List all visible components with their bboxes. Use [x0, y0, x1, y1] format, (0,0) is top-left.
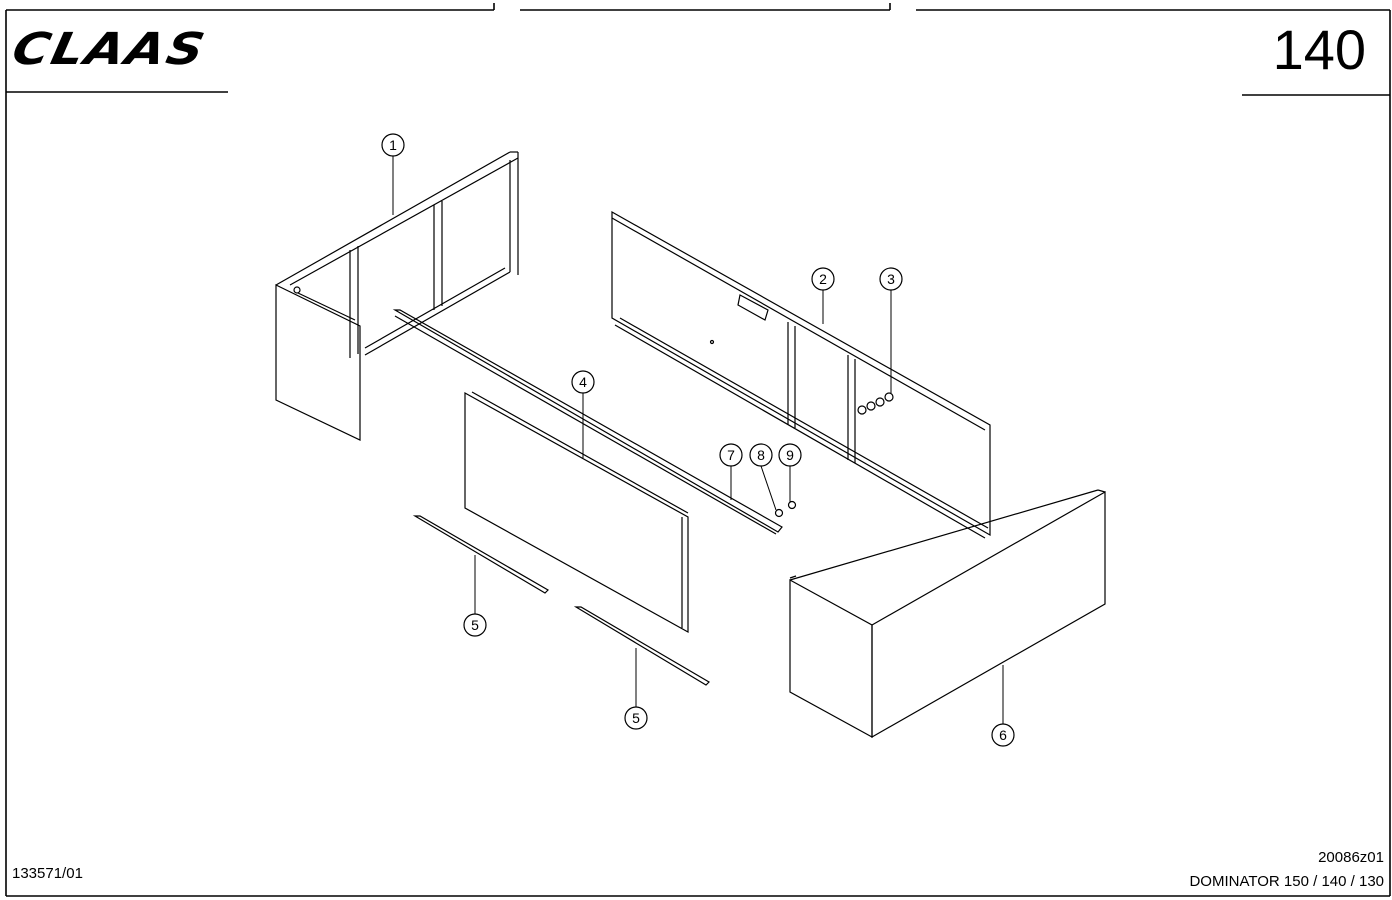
callout-1: 1: [381, 133, 405, 157]
part-4-panel: [464, 391, 689, 634]
document-id: 133571/01: [12, 865, 83, 882]
svg-text:3: 3: [887, 271, 895, 287]
svg-text:5: 5: [471, 617, 479, 633]
part-7-strip: [392, 309, 783, 535]
callout-6: 6: [991, 723, 1015, 747]
part-5-strip-a: [412, 515, 549, 594]
callout-2: 2: [811, 267, 835, 291]
svg-text:6: 6: [999, 727, 1007, 743]
callout-3: 3: [879, 267, 903, 291]
part-6-panel: [789, 489, 1106, 739]
svg-text:1: 1: [389, 137, 397, 153]
svg-text:8: 8: [757, 447, 765, 463]
model-line: DOMINATOR 150 / 140 / 130: [1189, 873, 1384, 890]
svg-text:2: 2: [819, 271, 827, 287]
callouts: 1 2 3 4 5 5 6: [381, 133, 1015, 747]
page-number: 140: [1272, 18, 1366, 81]
svg-text:9: 9: [786, 447, 794, 463]
callout-5b: 5: [624, 706, 648, 730]
sheet-frame: [5, 3, 1391, 897]
callout-5a: 5: [463, 613, 487, 637]
callout-4: 4: [571, 370, 595, 394]
svg-text:4: 4: [579, 374, 587, 390]
part-3-hardware: [857, 392, 894, 415]
part-2-panel: [611, 210, 991, 539]
part-1-frame: [275, 151, 519, 441]
callout-9: 9: [778, 443, 802, 467]
callout-7: 7: [719, 443, 743, 467]
part-8-9-hardware: [774, 500, 797, 518]
drawing-number: 20086z01: [1318, 849, 1384, 866]
svg-text:7: 7: [727, 447, 735, 463]
svg-text:5: 5: [632, 710, 640, 726]
leader-lines: [392, 156, 1004, 724]
callout-8: 8: [749, 443, 773, 467]
part-5-strip-b: [573, 606, 710, 686]
